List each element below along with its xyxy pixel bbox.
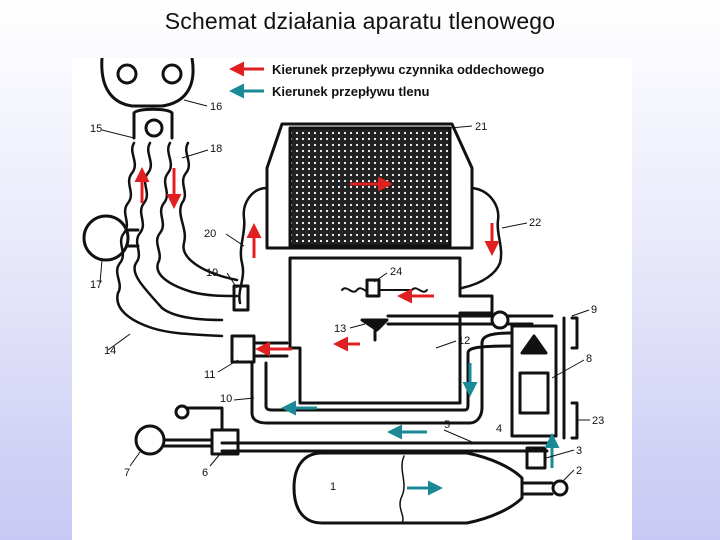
- breathing-bag-neck: [126, 228, 140, 248]
- inhale-hose: [115, 141, 224, 338]
- central-chamber: [288, 256, 494, 405]
- face-mask: [100, 58, 195, 108]
- absorber-mesh: [288, 126, 452, 248]
- label-4: 4: [496, 423, 502, 435]
- label-17: 17: [90, 279, 102, 291]
- leader-13: [349, 323, 366, 329]
- label-1: 1: [330, 481, 336, 493]
- leader-15: [101, 129, 135, 139]
- oxygen-apparatus-diagram: Kierunek przepływu czynnika oddechowego …: [82, 58, 604, 525]
- label-3: 3: [576, 445, 582, 457]
- legend-oxygen-text: Kierunek przepływu tlenu: [272, 84, 430, 99]
- mask-eye-right: [161, 63, 183, 85]
- leader-18: [181, 149, 209, 159]
- mask-valve: [144, 118, 164, 138]
- label-18: 18: [210, 143, 222, 155]
- label-21: 21: [475, 121, 487, 133]
- valve-6-stem: [185, 406, 224, 432]
- label-19: 19: [206, 267, 218, 279]
- leader-8: [551, 359, 585, 379]
- leader-11: [217, 359, 239, 373]
- label-10: 10: [220, 393, 232, 405]
- label-7: 7: [124, 467, 130, 479]
- label-2: 2: [576, 465, 582, 477]
- part-labels: 16 15 18 21 22 20 19 17 24 9 13 12 8 14 …: [90, 101, 604, 493]
- valve-3: [525, 446, 547, 470]
- absorber-left-tube: [238, 186, 269, 305]
- valve-19: [232, 284, 250, 312]
- label-13: 13: [334, 323, 346, 335]
- diagram-panel: Kierunek przepływu czynnika oddechowego …: [72, 58, 632, 540]
- legend: Kierunek przepływu czynnika oddechowego …: [229, 61, 544, 99]
- label-22: 22: [529, 217, 541, 229]
- page-title: Schemat działania aparatu tlenowego: [164, 8, 556, 34]
- label-5: 5: [444, 419, 450, 431]
- mask-eye-left: [116, 63, 138, 85]
- breathing-bag: [82, 214, 130, 262]
- bracket-9: [570, 316, 579, 350]
- reducer-body-8: [510, 324, 558, 438]
- leader-2: [561, 469, 575, 483]
- cooler-element: [341, 287, 428, 293]
- cylinder-seam: [399, 455, 405, 524]
- label-15: 15: [90, 123, 102, 135]
- leader-22: [501, 222, 528, 229]
- label-14: 14: [104, 345, 116, 357]
- valve-11: [230, 334, 256, 364]
- leader-14: [107, 333, 131, 351]
- valve-6: [210, 428, 240, 456]
- leader-20: [225, 233, 245, 247]
- exhale-hose: [155, 141, 239, 298]
- leader-16: [183, 99, 208, 107]
- label-11: 11: [204, 369, 215, 381]
- label-24: 24: [390, 266, 402, 278]
- label-8: 8: [586, 353, 592, 365]
- label-23: 23: [592, 415, 604, 427]
- oxygen-line-9: [386, 314, 494, 326]
- leader-9: [571, 309, 590, 317]
- leader-3: [545, 449, 575, 459]
- oxygen-cylinder: [292, 451, 524, 525]
- reducer-valve: [520, 334, 548, 355]
- label-9: 9: [591, 304, 597, 316]
- label-16: 16: [210, 101, 222, 113]
- valve-6-knob: [174, 404, 190, 420]
- leader-12: [435, 340, 457, 349]
- leader-7: [129, 451, 141, 467]
- leader-17: [99, 259, 103, 284]
- leader-21: [449, 125, 473, 129]
- return-line-10: [250, 331, 514, 425]
- leader-5: [443, 429, 473, 443]
- leader-24: [373, 272, 388, 283]
- bracket-23: [570, 401, 579, 440]
- cooler-core: [365, 278, 381, 298]
- legend-exhale-text: Kierunek przepływu czynnika oddechowego: [272, 62, 544, 77]
- reducer-spring: [518, 371, 550, 415]
- manometer-7: [134, 424, 166, 456]
- return-line-10-inner: [264, 344, 514, 412]
- valve-9: [490, 310, 510, 330]
- manometer-line: [162, 438, 214, 448]
- cylinder-valve-2: [520, 481, 554, 496]
- mask-valve-housing: [132, 107, 174, 140]
- absorber-housing: [265, 122, 474, 250]
- absorber-right-tube: [460, 186, 503, 290]
- supply-line-4: [220, 441, 549, 453]
- label-12: 12: [458, 335, 470, 347]
- leader-6: [209, 453, 221, 467]
- label-20: 20: [204, 228, 216, 240]
- cylinder-valve-knob: [551, 479, 569, 497]
- oxygen-line-9b: [506, 314, 554, 326]
- exhale-hose-inner: [179, 141, 239, 282]
- leader-10: [233, 397, 255, 401]
- leader-19: [226, 272, 238, 289]
- label-6: 6: [202, 467, 208, 479]
